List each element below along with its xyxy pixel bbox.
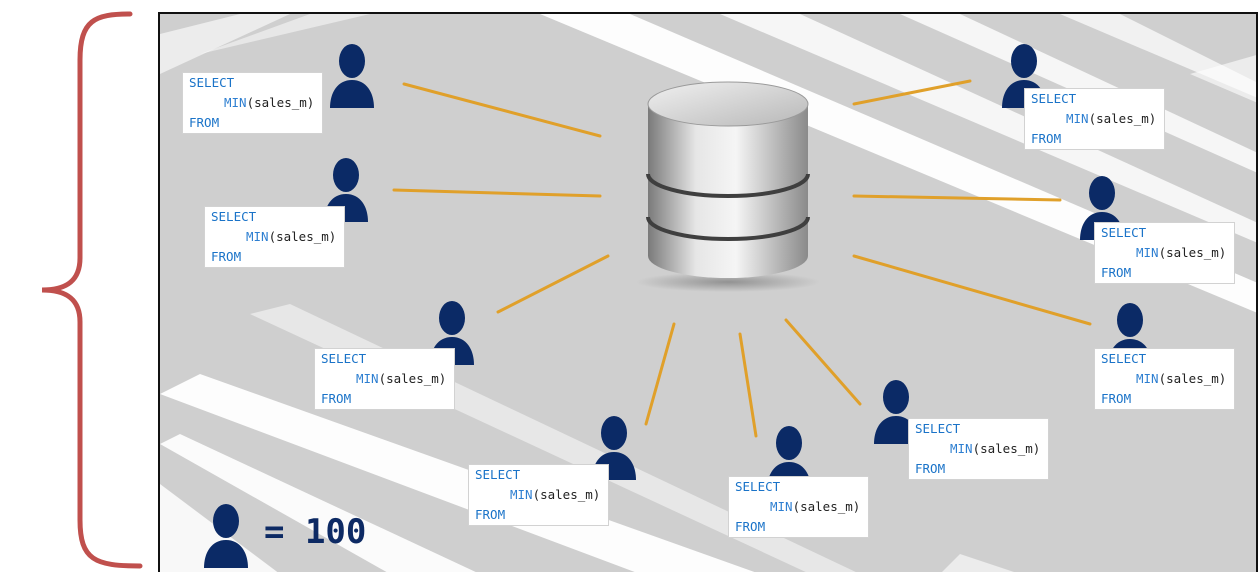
- sql-min-function: MIN: [950, 441, 973, 456]
- sql-min-function: MIN: [1136, 245, 1159, 260]
- sql-min-argument: (sales_m): [792, 499, 861, 514]
- sql-from-keyword: FROM: [1101, 391, 1132, 406]
- sql-min-argument: (sales_m): [378, 371, 447, 386]
- sql-min-function: MIN: [1136, 371, 1159, 386]
- sql-min-function: MIN: [510, 487, 533, 502]
- sql-query-snippet: SELECT MIN(sales_m) FROM: [1094, 348, 1236, 410]
- user-silhouette-icon: [204, 504, 248, 568]
- connector-line: [402, 82, 602, 138]
- sql-min-argument: (sales_m): [972, 441, 1041, 456]
- sql-min-argument: (sales_m): [532, 487, 601, 502]
- sql-from-keyword: FROM: [475, 507, 506, 522]
- sql-from-keyword: FROM: [321, 391, 352, 406]
- connector-line: [852, 79, 972, 106]
- sql-select-keyword: SELECT: [915, 421, 961, 436]
- connector-line: [738, 332, 758, 438]
- sql-min-function: MIN: [770, 499, 793, 514]
- sql-min-argument: (sales_m): [1158, 245, 1227, 260]
- sql-select-keyword: SELECT: [1101, 225, 1147, 240]
- sql-select-keyword: SELECT: [1101, 351, 1147, 366]
- sql-min-argument: (sales_m): [1088, 111, 1157, 126]
- sql-select-keyword: SELECT: [189, 75, 235, 90]
- connector-line: [852, 254, 1092, 326]
- sql-from-keyword: FROM: [211, 249, 242, 264]
- curly-brace: [41, 11, 143, 569]
- sql-query-snippet: SELECT MIN(sales_m) FROM: [908, 418, 1050, 480]
- sql-min-argument: (sales_m): [246, 95, 315, 110]
- sql-min-function: MIN: [246, 229, 269, 244]
- sql-from-keyword: FROM: [189, 115, 220, 130]
- sql-from-keyword: FROM: [1031, 131, 1062, 146]
- sql-query-snippet: SELECT MIN(sales_m) FROM: [728, 476, 870, 538]
- sql-select-keyword: SELECT: [475, 467, 521, 482]
- sql-select-keyword: SELECT: [321, 351, 367, 366]
- legend-label: = 100: [264, 512, 367, 552]
- sql-query-snippet: SELECT MIN(sales_m) FROM: [468, 464, 610, 526]
- sql-from-keyword: FROM: [915, 461, 946, 476]
- sql-select-keyword: SELECT: [1031, 91, 1077, 106]
- sql-from-keyword: FROM: [735, 519, 766, 534]
- sql-min-function: MIN: [356, 371, 379, 386]
- sql-query-snippet: SELECT MIN(sales_m) FROM: [1024, 88, 1166, 150]
- sql-select-keyword: SELECT: [735, 479, 781, 494]
- sql-query-snippet: SELECT MIN(sales_m) FROM: [204, 206, 346, 268]
- sql-select-keyword: SELECT: [211, 209, 257, 224]
- connector-line: [644, 322, 676, 426]
- sql-min-argument: (sales_m): [268, 229, 337, 244]
- connector-line: [496, 254, 610, 314]
- user-silhouette-icon: [330, 44, 374, 108]
- user-silhouette-icon: [874, 380, 918, 444]
- sql-query-snippet: SELECT MIN(sales_m) FROM: [314, 348, 456, 410]
- sql-min-function: MIN: [1066, 111, 1089, 126]
- sql-query-snippet: SELECT MIN(sales_m) FROM: [1094, 222, 1236, 284]
- connector-line: [392, 188, 602, 198]
- sql-min-function: MIN: [224, 95, 247, 110]
- sql-min-argument: (sales_m): [1158, 371, 1227, 386]
- database-cylinder-icon: [636, 81, 820, 292]
- sql-query-snippet: SELECT MIN(sales_m) FROM: [182, 72, 324, 134]
- connector-line: [852, 194, 1062, 202]
- connector-line: [784, 318, 862, 406]
- connector-lines: [392, 79, 1092, 438]
- sql-from-keyword: FROM: [1101, 265, 1132, 280]
